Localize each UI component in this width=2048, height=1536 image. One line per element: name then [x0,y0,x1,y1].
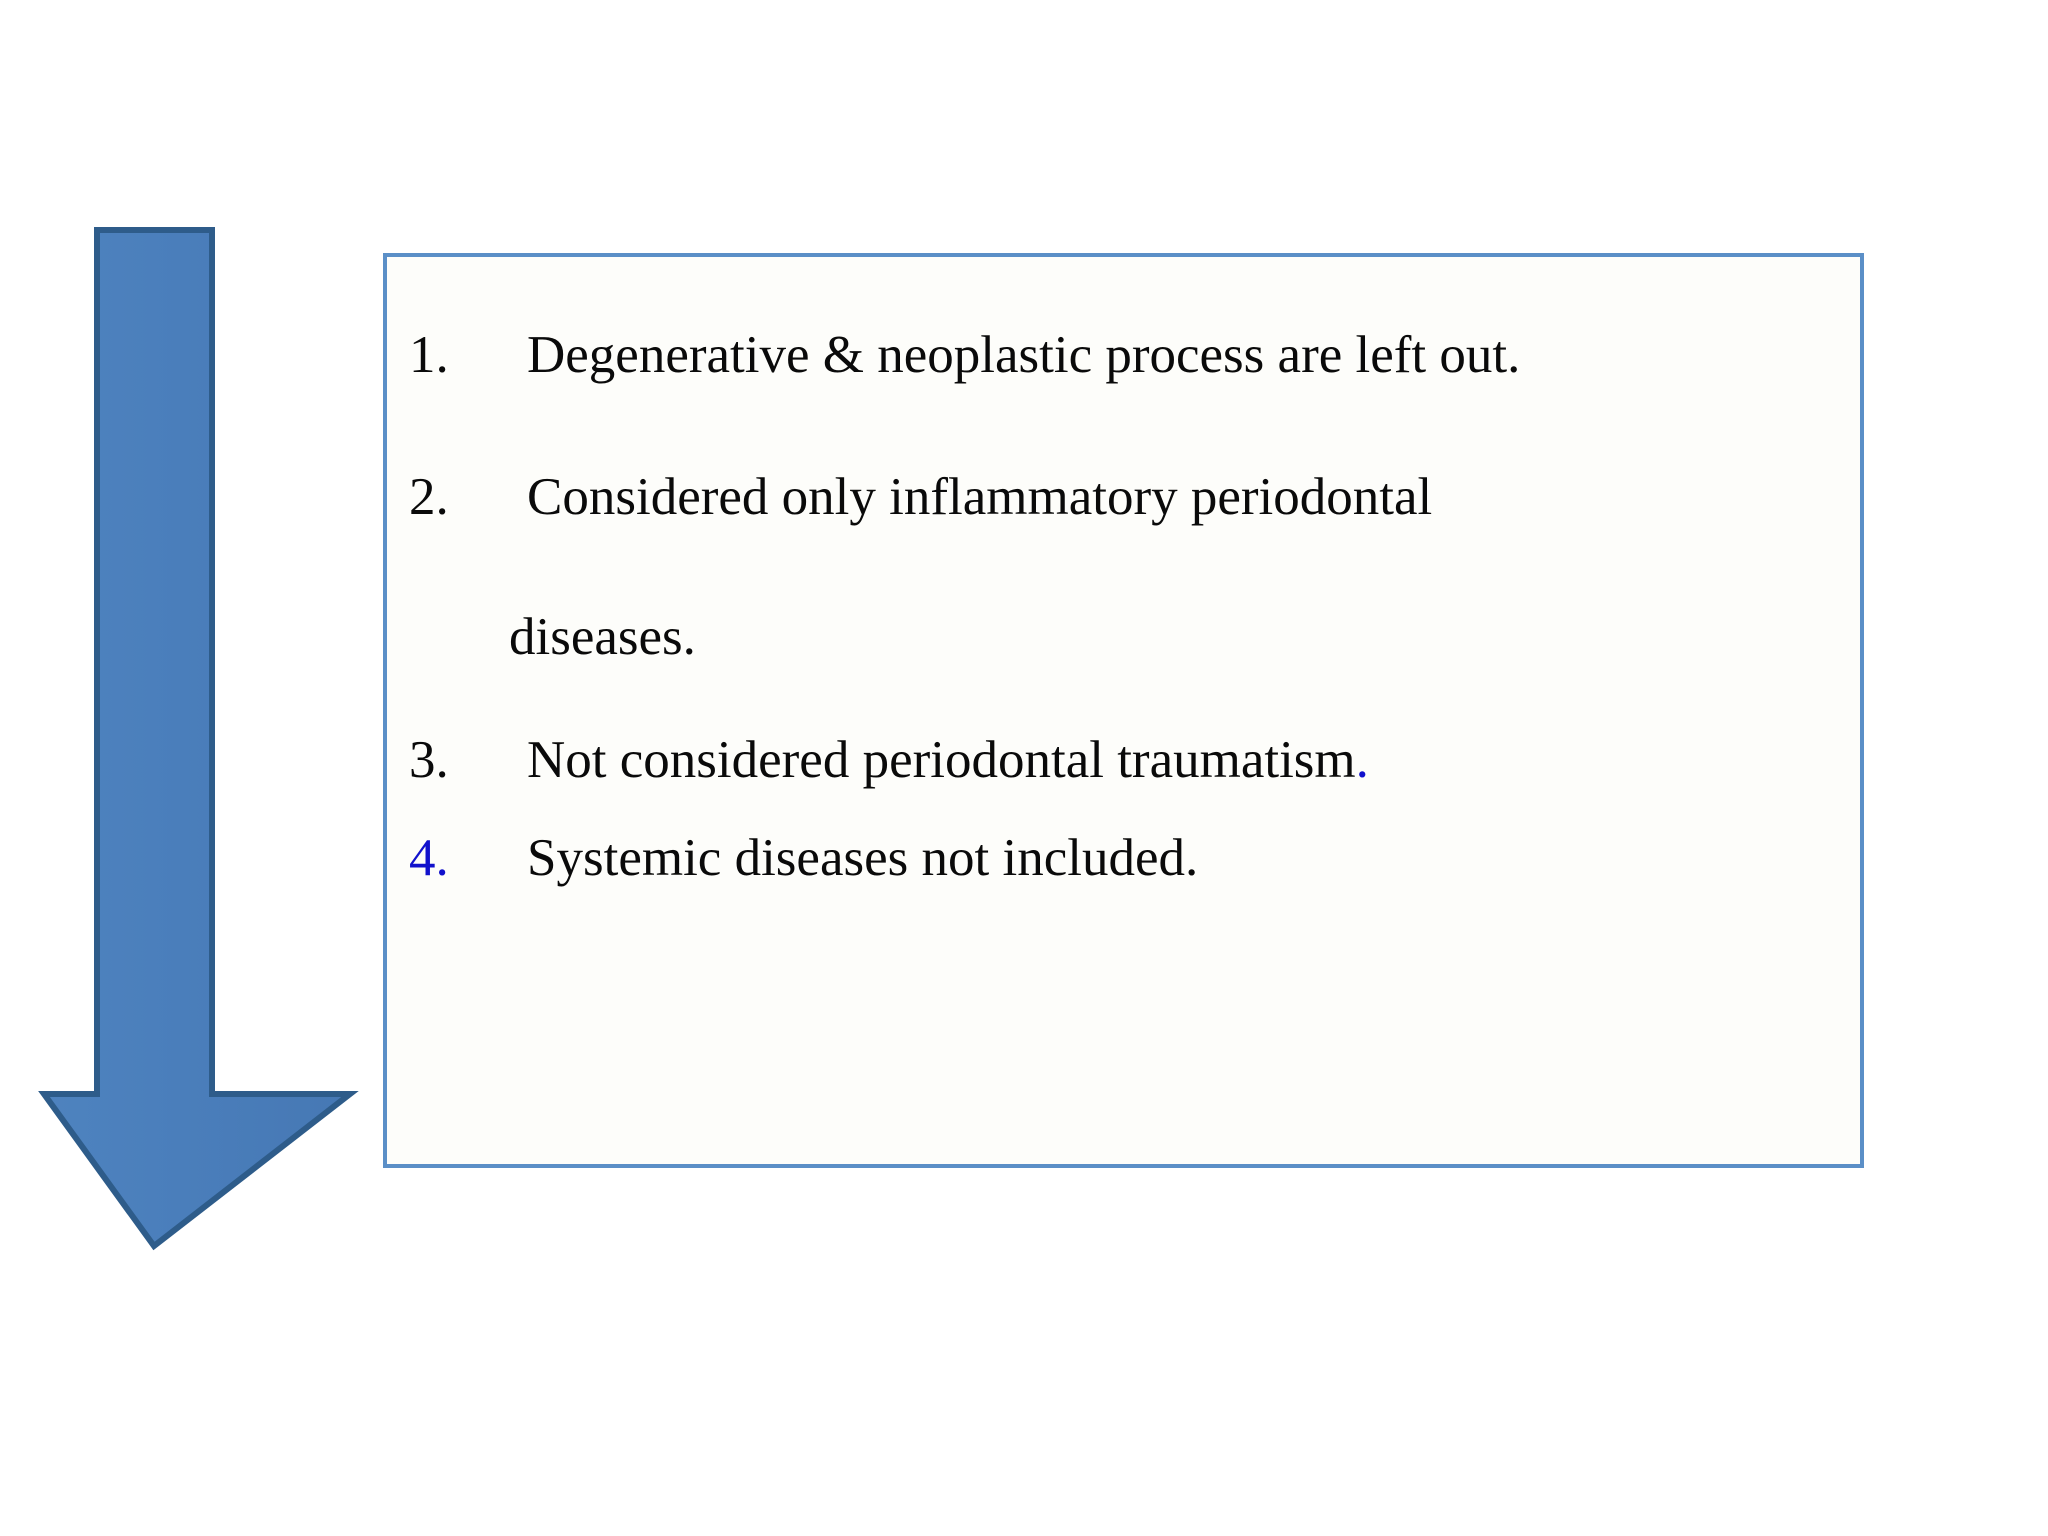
list-item-continuation: diseases. [509,608,696,667]
spacer [409,525,1842,609]
spacer [409,383,1842,469]
list-item-text: Systemic diseases not included. [527,828,1199,887]
list-item-marker: 2. [409,468,449,527]
list-item-marker: 3. [409,730,449,789]
list-item-marker: 4. [409,828,449,887]
list-item-text: Considered only inflammatory periodontal [527,468,1433,527]
list-item: 2. Considered only inflammatory periodon… [409,469,1842,525]
content-box: 1. Degenerative & neoplastic process are… [383,253,1864,1168]
numbered-list: 1. Degenerative & neoplastic process are… [409,327,1842,886]
down-arrow-icon [38,227,359,1251]
list-item-text: Degenerative & neoplastic process are le… [527,326,1521,384]
spacer [409,788,1842,830]
list-item: 4. Systemic diseases not included. [409,830,1842,886]
list-item: 3. Not considered periodontal traumatism… [409,730,1842,789]
list-item-text: Not considered periodontal traumatism [527,730,1356,789]
list-item-trailing-mark: . [1355,730,1369,789]
down-arrow-graphic [36,227,360,1256]
list-item: 1. Degenerative & neoplastic process are… [409,327,1842,383]
list-item-marker: 1. [409,326,449,384]
arrow-shape [38,227,359,1251]
spacer [409,666,1842,732]
